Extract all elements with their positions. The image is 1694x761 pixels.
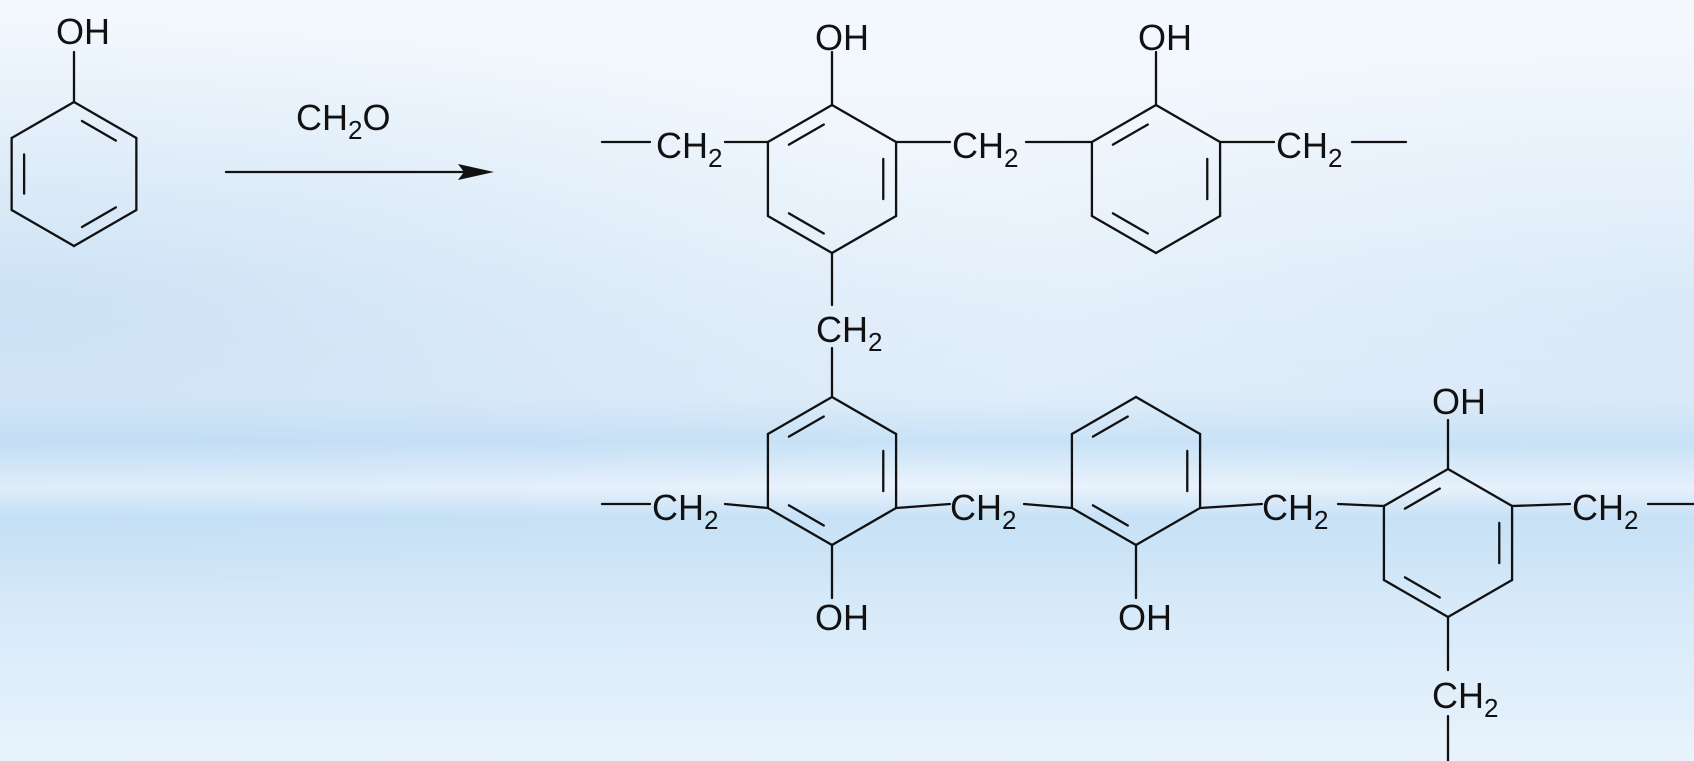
phenol-ring-edge <box>10 100 76 140</box>
ring-c-double-bond <box>787 504 825 527</box>
ch2-lower-5: CH2 <box>1432 675 1498 723</box>
ring-a-double-bond <box>787 123 825 146</box>
ring-c-edge <box>766 395 834 436</box>
reagent-formaldehyde: CH2O <box>296 97 390 145</box>
ring-d-edge <box>1070 395 1138 436</box>
ring-e-edge <box>1382 467 1450 508</box>
reaction-arrow <box>224 164 494 180</box>
ch2-bridge: CH2 <box>816 309 882 357</box>
ring-e-double-bond <box>1403 487 1441 510</box>
ring-e-edge <box>1446 467 1514 508</box>
ch2-lower-2: CH2 <box>950 487 1016 535</box>
ring-c-oh-label: OH <box>815 597 869 638</box>
ring-a-edge <box>766 214 834 255</box>
ring-e-edge <box>1446 578 1514 619</box>
ring-a-double-bond <box>787 212 825 235</box>
phenol-oh-label: OH <box>56 11 110 52</box>
ring-d-edge <box>1134 395 1202 436</box>
reaction-arrow-head <box>458 164 494 180</box>
bond-lines <box>10 50 1694 761</box>
ring-c-edge <box>830 506 898 547</box>
ring-c-right-bond <box>894 502 952 510</box>
phenol-ring-edge <box>72 208 138 248</box>
ring-b-double-bond <box>1111 212 1149 235</box>
phenol-ring-double-bond <box>80 119 118 142</box>
ring-e-edge <box>1382 578 1450 619</box>
ring-b-edge <box>1154 103 1222 144</box>
ring-e-right-bond <box>1510 502 1572 508</box>
ch2-upper-3: CH2 <box>1276 125 1342 173</box>
ring-b-edge <box>1154 214 1222 255</box>
ring-d-right-bond <box>1198 502 1264 510</box>
ring-b-double-bond <box>1111 123 1149 146</box>
phenol-ring-double-bond <box>80 206 118 229</box>
ch2-upper-2: CH2 <box>952 125 1018 173</box>
ring-d-edge <box>1134 506 1202 547</box>
ring-e-left-bond <box>1336 502 1386 508</box>
ch2-upper-1: CH2 <box>656 125 722 173</box>
phenol-ring-edge <box>10 208 76 248</box>
ring-d-edge <box>1070 506 1138 547</box>
ring-b-oh-label: OH <box>1138 17 1192 58</box>
ch2-lower-4: CH2 <box>1572 487 1638 535</box>
ring-d-double-bond <box>1091 504 1129 527</box>
ring-c-double-bond <box>787 415 825 438</box>
ring-b-edge <box>1090 214 1158 255</box>
ring-d-left-bond <box>1022 502 1074 510</box>
ring-d-double-bond <box>1091 415 1129 438</box>
ch2-lower-3: CH2 <box>1262 487 1328 535</box>
ring-a-edge <box>830 214 898 255</box>
ring-e-double-bond <box>1403 576 1441 599</box>
ring-c-edge <box>766 506 834 547</box>
ring-a-oh-label: OH <box>815 17 869 58</box>
ring-a-edge <box>830 103 898 144</box>
ring-d-oh-label: OH <box>1118 597 1172 638</box>
ring-e-oh-label: OH <box>1432 381 1486 422</box>
ring-b-edge <box>1090 103 1158 144</box>
ring-a-edge <box>766 103 834 144</box>
phenol-ring-edge <box>72 100 138 140</box>
ring-c-left-bond <box>723 502 770 510</box>
ring-c-edge <box>830 395 898 436</box>
ch2-lower-1: CH2 <box>652 487 718 535</box>
